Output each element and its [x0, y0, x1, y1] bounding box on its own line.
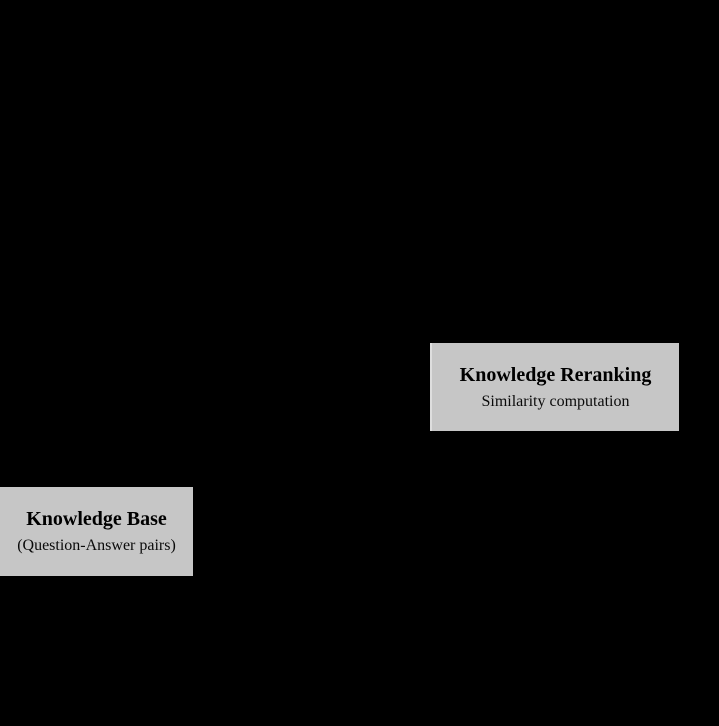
knowledge-reranking-title: Knowledge Reranking [459, 363, 652, 386]
knowledge-base-title: Knowledge Base [26, 508, 167, 531]
knowledge-base-subtitle: (Question-Answer pairs) [17, 537, 176, 555]
knowledge-reranking-subtitle: Similarity computation [481, 392, 630, 410]
diagram-node-knowledge-reranking: Knowledge Reranking Similarity computati… [430, 343, 679, 431]
diagram-node-knowledge-base: Knowledge Base (Question-Answer pairs) [0, 487, 193, 576]
